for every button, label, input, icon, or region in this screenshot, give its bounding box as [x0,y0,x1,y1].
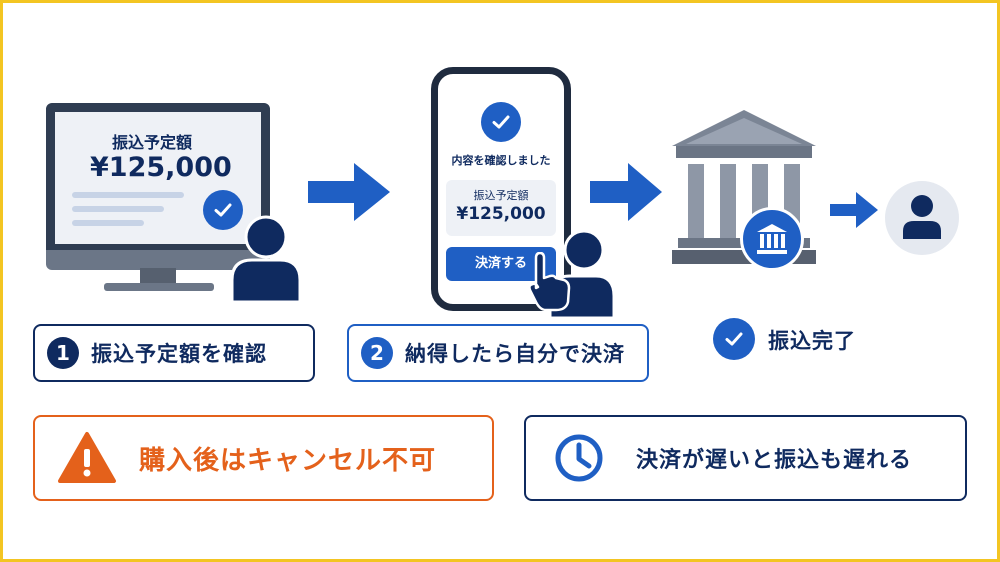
phone-message: 内容を確認しました [451,154,551,167]
step-label: 納得したら自分で決済 [405,342,625,366]
step-number: 1 [47,337,79,369]
phone-card [446,180,556,236]
arrow-right-icon [830,192,878,228]
step-2-box: 2 納得したら自分で決済 [347,324,649,382]
monitor-amount: ¥125,000 [90,152,232,183]
warning-icon [58,432,116,483]
monitor-title: 振込予定額 [112,133,193,152]
check-icon [713,318,755,360]
done-label: 振込完了 [768,329,856,353]
recipient-avatar [885,181,959,255]
phone-card-amount: ¥125,000 [456,204,546,224]
step-label: 振込予定額を確認 [91,342,267,366]
check-icon [203,190,243,230]
monitor-foot [104,283,214,291]
monitor-bezel [46,250,270,270]
arrow-right-icon [308,163,390,221]
step-number: 2 [361,337,393,369]
time-note-text: 決済が遅いと振込も遅れる [636,448,913,473]
check-icon [481,102,521,142]
monitor-screen [46,103,270,253]
warning-box: 購入後はキャンセル不可 [33,415,494,501]
step-1-box: 1 振込予定額を確認 [33,324,315,382]
monitor-neck [140,268,176,286]
warning-text: 購入後はキャンセル不可 [139,445,437,476]
phone-card-title: 振込予定額 [473,189,529,202]
arrow-right-icon [590,163,662,221]
person-icon [230,215,302,302]
text-line [72,192,184,198]
time-note-box: 決済が遅いと振込も遅れる [524,415,967,501]
hand-pointer-icon [528,252,571,312]
bank-badge-icon [740,207,804,271]
text-line [72,206,164,212]
clock-icon [555,434,603,482]
text-line [72,220,144,226]
person-icon [903,195,941,239]
